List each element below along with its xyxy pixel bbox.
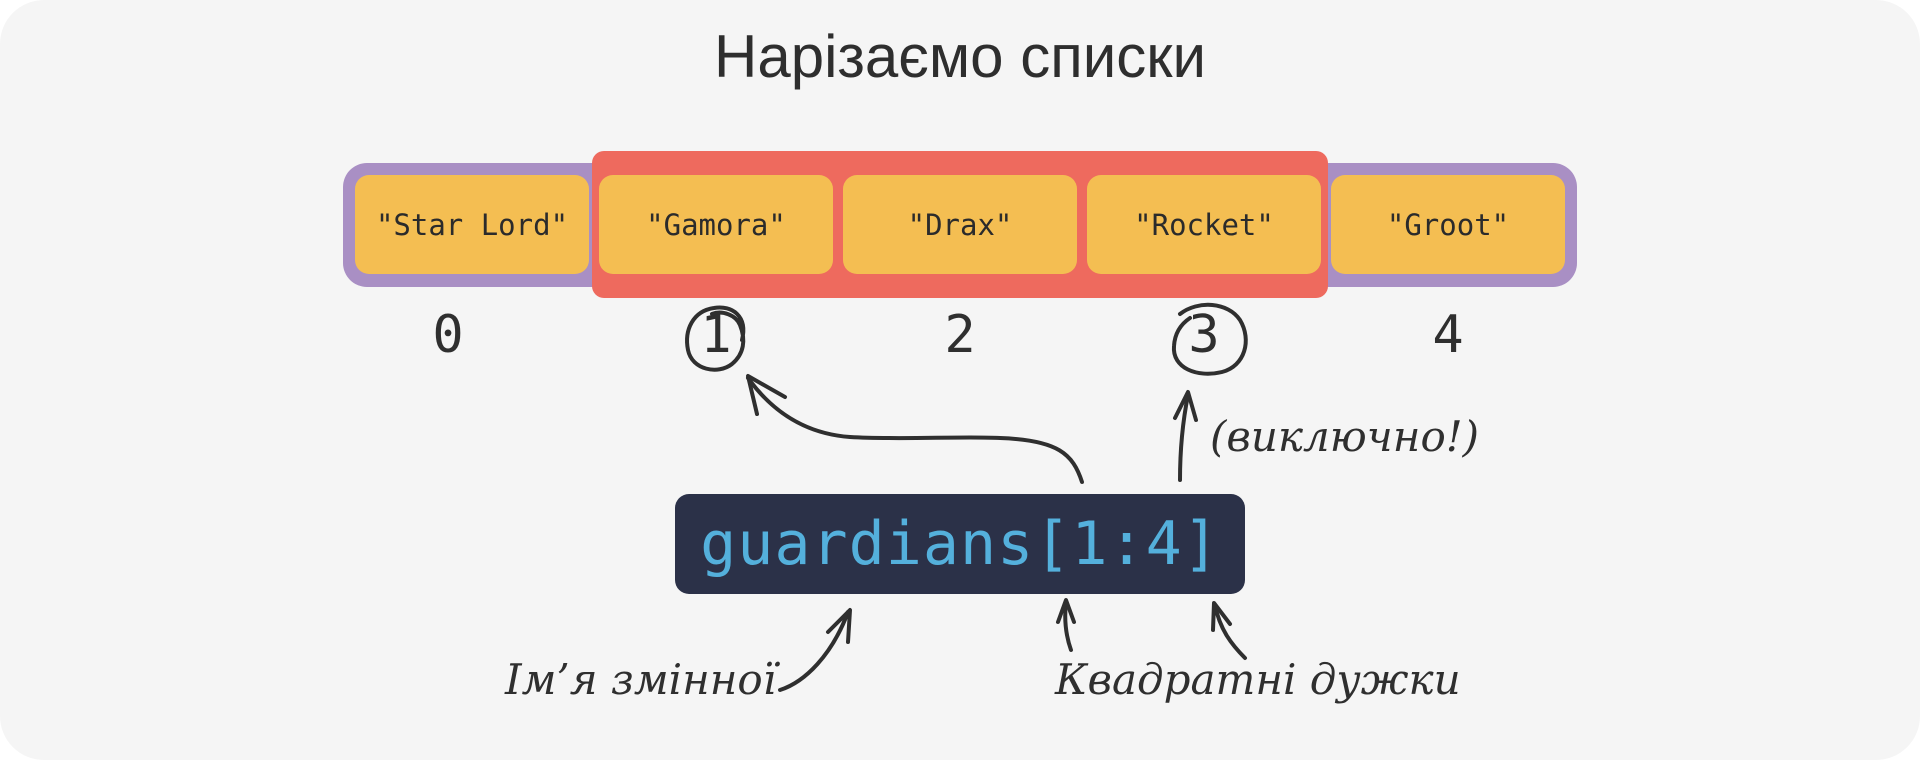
close-bracket-arrow xyxy=(1213,603,1247,660)
list-item-3: "Rocket" xyxy=(1087,175,1321,274)
diagram-title: Нарізаємо списки xyxy=(714,23,1206,90)
start-index-arrow-head xyxy=(746,374,787,416)
slice-expression: guardians[1:4] xyxy=(700,509,1220,579)
exclusive-note: (виключно!) xyxy=(1210,412,1480,461)
variable-name-arrow-head xyxy=(826,608,852,644)
start-index-arrow xyxy=(746,376,1084,484)
index-1-circle xyxy=(685,305,746,372)
open-bracket-arrow-head xyxy=(1056,598,1076,624)
list-item-4: "Groot" xyxy=(1331,175,1565,274)
index-2: 2 xyxy=(944,305,976,365)
stop-index-arrow xyxy=(1178,393,1190,482)
close-bracket-arrow-head xyxy=(1211,601,1232,632)
list-item-0: "Star Lord" xyxy=(355,175,589,274)
variable-name-arrow xyxy=(778,610,850,692)
index-0: 0 xyxy=(432,305,464,365)
list-item-2: "Drax" xyxy=(843,175,1077,274)
index-3: 3 xyxy=(1188,305,1220,365)
index-3-circle xyxy=(1171,302,1248,376)
stop-index-arrow-head xyxy=(1173,390,1198,422)
square-brackets-note: Квадратні дужки xyxy=(1055,655,1461,704)
list-item-1: "Gamora" xyxy=(599,175,833,274)
code-box: guardians[1:4] xyxy=(675,494,1245,594)
variable-name-note: Ім’я змінної xyxy=(505,655,777,704)
index-4: 4 xyxy=(1432,305,1464,365)
